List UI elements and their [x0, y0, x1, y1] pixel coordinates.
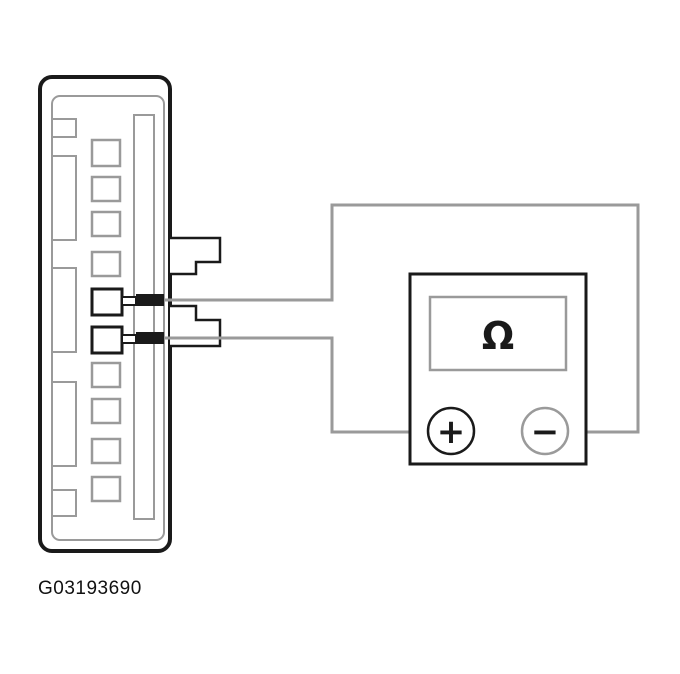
- pin-cavity: [90, 138, 122, 168]
- ohmmeter: Ω + −: [408, 272, 588, 466]
- test-probes: [121, 294, 164, 344]
- connector-slot: [51, 118, 77, 138]
- pin-cavity: [90, 175, 122, 203]
- probe-body-2: [136, 332, 164, 344]
- probe-body-1: [136, 294, 164, 306]
- pin-cavity-tested-2: [90, 325, 124, 355]
- negative-terminal: [520, 406, 570, 456]
- pin-cavity: [90, 250, 122, 278]
- connector-slot: [51, 155, 77, 241]
- pin-cavity: [90, 475, 122, 503]
- probe-tip-2: [121, 334, 137, 344]
- test-leads: [164, 203, 640, 434]
- pin-cavity-tested-1: [90, 287, 124, 317]
- connector-slot: [51, 489, 77, 517]
- probe-tip-1: [121, 296, 137, 306]
- pin-cavity: [90, 210, 122, 238]
- figure-id: G03193690: [38, 578, 142, 599]
- lead-to-positive: [164, 336, 412, 434]
- ohm-symbol: Ω: [482, 314, 514, 358]
- pin-cavity: [90, 437, 122, 465]
- lead-to-negative: [164, 203, 640, 434]
- connector: [38, 75, 222, 553]
- pin-cavity: [90, 361, 122, 389]
- connector-slot: [51, 381, 77, 467]
- connector-latch-upper: [170, 236, 222, 276]
- ohmmeter-display: [428, 295, 568, 372]
- positive-terminal-label: +: [437, 412, 466, 452]
- pin-cavity: [90, 397, 122, 425]
- connector-rail: [133, 114, 155, 520]
- negative-terminal-label: −: [531, 412, 560, 452]
- positive-terminal: [426, 406, 476, 456]
- connector-slot: [51, 267, 77, 353]
- connector-latch-lower: [170, 304, 222, 348]
